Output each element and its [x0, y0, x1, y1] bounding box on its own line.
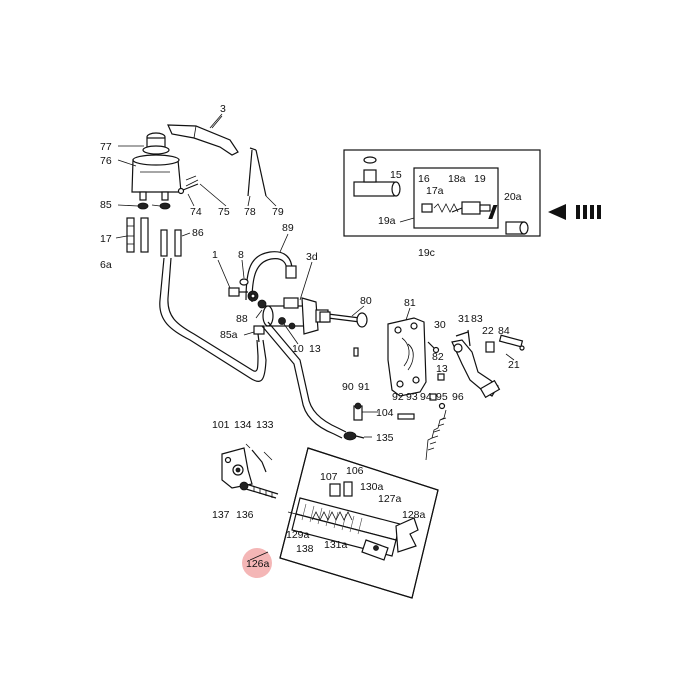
callout-79: 79	[272, 206, 284, 218]
pedal-stop-parts	[485, 334, 525, 353]
push-rod	[319, 311, 368, 328]
callout-30: 30	[434, 319, 446, 331]
callout-93: 93	[406, 391, 418, 403]
clevis-pin	[397, 413, 415, 420]
fluid-reservoir	[131, 132, 182, 210]
callout-101: 101	[212, 419, 230, 431]
callout-84: 84	[498, 325, 510, 337]
callout-129a: 129a	[286, 529, 310, 541]
direction-arrow	[488, 204, 601, 220]
pivot-pins	[353, 347, 363, 421]
callout-20a: 20a	[504, 191, 522, 203]
callout-107: 107	[320, 471, 338, 483]
slave-cylinder-inset	[279, 447, 439, 599]
callout-22: 22	[482, 325, 494, 337]
callout-127a: 127a	[378, 493, 402, 505]
callout-19c: 19c	[418, 247, 435, 259]
pressure-pipe	[245, 251, 297, 303]
retaining-rod	[247, 147, 267, 197]
slave-push-rod	[239, 481, 279, 499]
callout-92: 92	[392, 391, 404, 403]
callout-85a: 85a	[220, 329, 238, 341]
callout-labels: 3 77 76 85 74 75 78 79 17 6a 86 89 1 8 3…	[100, 103, 522, 570]
callout-126a[interactable]: 126a	[246, 558, 270, 570]
callout-95: 95	[436, 391, 448, 403]
callout-3: 3	[220, 103, 226, 115]
callout-76: 76	[100, 155, 112, 167]
callout-82: 82	[432, 351, 444, 363]
callout-85: 85	[100, 199, 112, 211]
callout-89: 89	[282, 222, 294, 234]
callout-135: 135	[376, 432, 394, 444]
callout-13a: 13	[309, 343, 321, 355]
master-cylinder	[247, 290, 329, 335]
callout-134: 134	[234, 419, 252, 431]
callout-91: 91	[358, 381, 370, 393]
callout-131a: 131a	[324, 539, 348, 551]
callout-10: 10	[292, 343, 304, 355]
clutch-line	[261, 321, 347, 439]
callout-19a: 19a	[378, 215, 396, 227]
callout-31: 31	[458, 313, 470, 325]
callout-78: 78	[244, 206, 256, 218]
callout-106: 106	[346, 465, 364, 477]
callout-81: 81	[404, 297, 416, 309]
return-spring	[425, 402, 447, 461]
callout-83: 83	[471, 313, 483, 325]
slave-bracket	[221, 443, 273, 489]
detail-inset-19c	[343, 149, 541, 237]
callout-90: 90	[342, 381, 354, 393]
callout-1: 1	[212, 249, 218, 261]
callout-77: 77	[100, 141, 112, 153]
cylinder-screws	[278, 317, 296, 330]
callout-80: 80	[360, 295, 372, 307]
clutch-pedal	[451, 329, 501, 399]
leader-lines	[115, 115, 411, 561]
callout-104: 104	[376, 407, 394, 419]
callout-133: 133	[256, 419, 274, 431]
mount-bolt	[228, 278, 249, 297]
callout-86: 86	[192, 227, 204, 239]
spacer	[429, 393, 437, 401]
callout-8: 8	[238, 249, 244, 261]
pedal-spring-pin	[505, 353, 515, 361]
pedal-box	[387, 317, 427, 397]
callout-138: 138	[296, 543, 314, 555]
callout-15: 15	[390, 169, 402, 181]
highlight-circle[interactable]	[242, 548, 272, 578]
pedal-small-parts	[427, 341, 445, 381]
callout-96: 96	[452, 391, 464, 403]
callout-21: 21	[508, 359, 520, 371]
callout-137: 137	[212, 509, 230, 521]
callout-130a: 130a	[360, 481, 384, 493]
callout-13b: 13	[436, 363, 448, 375]
reservoir-hoses	[126, 217, 182, 257]
callout-17a: 17a	[426, 185, 444, 197]
callout-75: 75	[218, 206, 230, 218]
callout-94: 94	[420, 391, 432, 403]
callout-74: 74	[190, 206, 202, 218]
callout-18a: 18a	[448, 173, 466, 185]
reservoir-bracket	[167, 113, 239, 156]
line-fitting	[343, 431, 365, 441]
callout-19: 19	[474, 173, 486, 185]
callout-16: 16	[418, 173, 430, 185]
callout-6a: 6a	[100, 259, 112, 271]
callout-3d: 3d	[306, 251, 318, 263]
callout-128a: 128a	[402, 509, 426, 521]
feed-hose	[159, 257, 267, 382]
bracket-screw	[177, 175, 199, 195]
callout-88: 88	[236, 313, 248, 325]
callout-17: 17	[100, 233, 112, 245]
hose-fitting	[253, 325, 265, 343]
callout-136: 136	[236, 509, 254, 521]
